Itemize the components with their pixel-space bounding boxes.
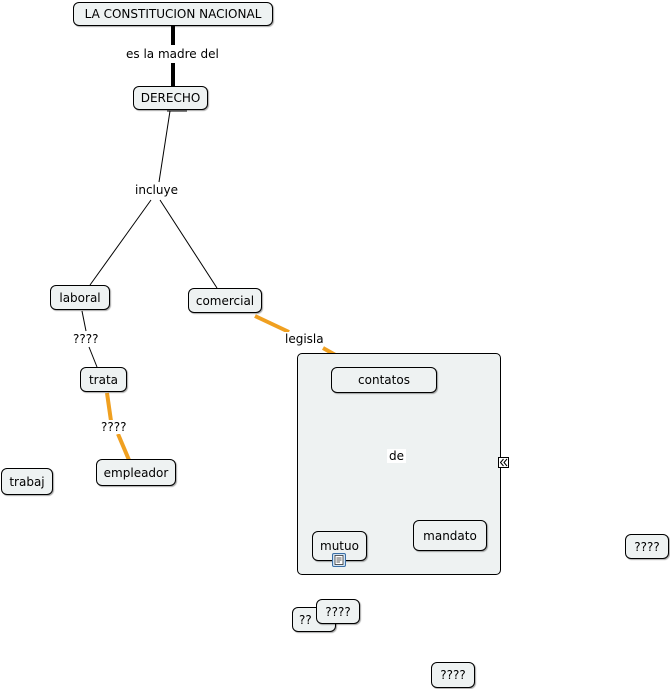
linking-phrase-de: de (387, 449, 406, 463)
concept-laboral[interactable]: laboral (50, 285, 110, 310)
concept-unknown-front[interactable]: ???? (316, 599, 360, 624)
concept-mutuo[interactable]: mutuo (312, 531, 367, 561)
linking-phrase-laboral-trata: ???? (71, 332, 101, 346)
document-resource-icon[interactable] (332, 553, 346, 567)
concept-unknown-right[interactable]: ???? (625, 534, 669, 559)
concept-contatos[interactable]: contatos (331, 367, 437, 393)
linking-phrase-legisla: legisla (283, 332, 326, 346)
concept-constitucion-nacional[interactable]: LA CONSTITUCION NACIONAL (73, 2, 273, 26)
double-chevron-left-icon[interactable] (498, 457, 509, 468)
linking-phrase-trata-empleador: ???? (99, 420, 129, 434)
link-derecho-incluye-branches (81, 110, 218, 368)
linking-phrase-madre: es la madre del (124, 47, 221, 61)
concept-empleador[interactable]: empleador (96, 459, 176, 486)
concept-trabaj[interactable]: trabaj (1, 468, 53, 495)
linking-phrase-incluye: incluye (133, 183, 180, 197)
concept-trata[interactable]: trata (80, 367, 127, 392)
concept-comercial[interactable]: comercial (188, 288, 262, 313)
concept-unknown-bottom[interactable]: ???? (431, 662, 475, 688)
concept-mandato[interactable]: mandato (413, 520, 487, 551)
concept-derecho[interactable]: DERECHO (133, 86, 208, 110)
